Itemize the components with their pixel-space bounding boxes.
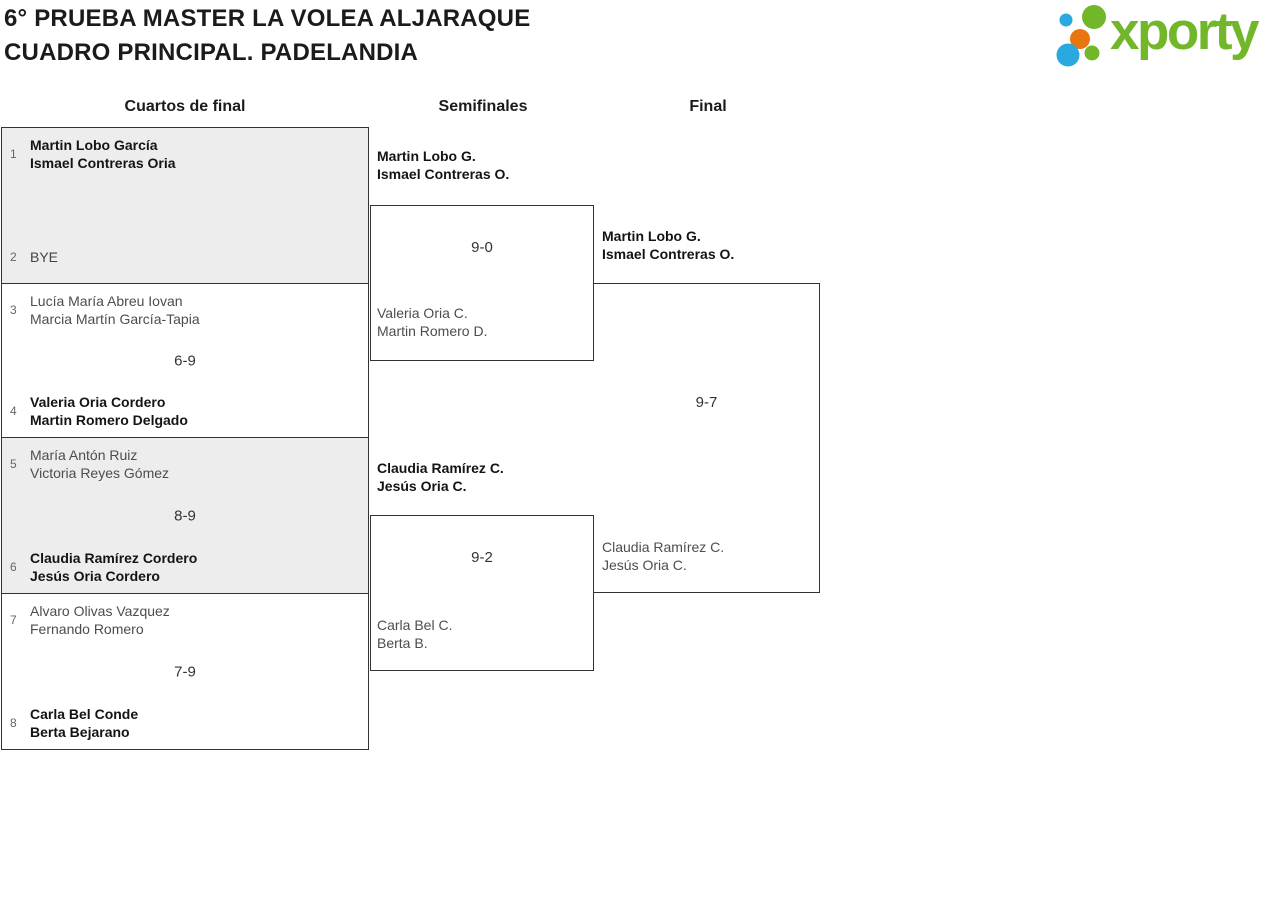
seed-label: 3 [10, 303, 17, 317]
match-score: 9-7 [695, 394, 718, 411]
team-names: Claudia Ramírez Cordero Jesús Oria Corde… [30, 549, 197, 585]
team-name-line: Ismael Contreras O. [377, 166, 510, 182]
team-row: 6 Claudia Ramírez Cordero Jesús Oria Cor… [2, 549, 368, 585]
team-row: 7 Alvaro Olivas Vazquez Fernando Romero [2, 602, 368, 638]
team-name-line: Fernando Romero [30, 621, 144, 637]
column-header-quarterfinals: Cuartos de final [124, 98, 246, 115]
team-row: 4 Valeria Oria Cordero Martin Romero Del… [2, 393, 368, 429]
team-names: Lucía María Abreu Iovan Marcia Martín Ga… [30, 292, 200, 328]
team-names: Martin Lobo García Ismael Contreras Oria [30, 136, 176, 172]
seed-label: 5 [10, 457, 17, 471]
team-name-line: Berta Bejarano [30, 724, 130, 740]
team-name-line: BYE [30, 249, 59, 265]
seed-label: 6 [10, 560, 17, 574]
seed-label: 2 [10, 250, 17, 264]
seed-label: 8 [10, 716, 17, 730]
column-header-semifinals: Semifinales [438, 98, 528, 115]
team-name-line: Alvaro Olivas Vazquez [30, 603, 170, 619]
team-names: Carla Bel Conde Berta Bejarano [30, 705, 138, 741]
seed-label: 7 [10, 613, 17, 627]
team-name-line: Valeria Oria C. [377, 305, 468, 321]
match-score: 6-9 [174, 352, 196, 369]
match-score: 7-9 [174, 663, 196, 680]
team-names: Alvaro Olivas Vazquez Fernando Romero [30, 602, 170, 638]
team-name-line: Jesús Oria C. [377, 478, 467, 494]
match-score: 9-2 [471, 549, 493, 566]
xporty-logo-text: xporty [1110, 2, 1259, 61]
team-row: 2 BYE [2, 239, 368, 275]
team-row: 1 Martin Lobo García Ismael Contreras Or… [2, 136, 368, 172]
match-score: 8-9 [174, 507, 196, 524]
match-quarterfinal-3: 5 María Antón Ruiz Victoria Reyes Gómez … [1, 437, 369, 594]
semifinal-2-box: 9-2 [370, 515, 594, 671]
team-names: María Antón Ruiz Victoria Reyes Gómez [30, 446, 169, 482]
team-name-line: Valeria Oria Cordero [30, 394, 166, 410]
semifinal-2-team-bottom: Carla Bel C. Berta B. [377, 616, 452, 652]
team-name-line: Martin Lobo García [30, 137, 158, 153]
team-name-line: Claudia Ramírez C. [377, 460, 504, 476]
semifinal-1-box: 9-0 [370, 205, 594, 361]
team-row: 3 Lucía María Abreu Iovan Marcia Martín … [2, 292, 368, 328]
semifinal-1-team-top: Martin Lobo G. Ismael Contreras O. [377, 147, 509, 183]
team-name-line: Victoria Reyes Gómez [30, 465, 170, 481]
team-name-line: Martin Romero Delgado [30, 412, 188, 428]
team-name-line: Ismael Contreras O. [602, 246, 735, 262]
team-name-line: Jesús Oria C. [602, 557, 687, 573]
team-name-line: Jesús Oria Cordero [30, 568, 160, 584]
team-row: 5 María Antón Ruiz Victoria Reyes Gómez [2, 446, 368, 482]
column-header-final: Final [689, 98, 727, 115]
match-quarterfinal-1: 1 Martin Lobo García Ismael Contreras Or… [1, 127, 369, 284]
semifinal-2-team-top: Claudia Ramírez C. Jesús Oria C. [377, 459, 504, 495]
team-name-line: Martin Lobo G. [602, 228, 701, 244]
team-name-line: Carla Bel Conde [30, 706, 139, 722]
match-quarterfinal-4: 7 Alvaro Olivas Vazquez Fernando Romero … [1, 593, 369, 750]
page-title: 6° PRUEBA MASTER LA VOLEA ALJARAQUE [4, 5, 531, 32]
match-score: 9-0 [471, 239, 493, 256]
team-name-line: Carla Bel C. [377, 617, 453, 633]
team-names: Valeria Oria Cordero Martin Romero Delga… [30, 393, 188, 429]
seed-label: 1 [10, 147, 17, 161]
final-team-bottom: Claudia Ramírez C. Jesús Oria C. [602, 538, 724, 574]
team-row: 8 Carla Bel Conde Berta Bejarano [2, 705, 368, 741]
team-name-line: María Antón Ruiz [30, 447, 138, 463]
semifinal-1-team-bottom: Valeria Oria C. Martin Romero D. [377, 304, 487, 340]
team-name-line: Lucía María Abreu Iovan [30, 293, 183, 309]
team-name-line: Marcia Martín García-Tapia [30, 311, 200, 327]
team-name-line: Claudia Ramírez Cordero [30, 550, 198, 566]
page-header: 6° PRUEBA MASTER LA VOLEA ALJARAQUE CUAD… [4, 2, 530, 70]
team-name-line: Berta B. [377, 635, 428, 651]
final-box: 9-7 [594, 283, 820, 593]
final-team-top: Martin Lobo G. Ismael Contreras O. [602, 227, 734, 263]
xporty-dots-icon [1056, 5, 1106, 67]
team-names: BYE [30, 248, 58, 266]
team-name-line: Claudia Ramírez C. [602, 539, 725, 555]
team-name-line: Martin Lobo G. [377, 148, 476, 164]
match-quarterfinal-2: 3 Lucía María Abreu Iovan Marcia Martín … [1, 283, 369, 438]
team-name-line: Ismael Contreras Oria [30, 155, 176, 171]
page-subtitle: CUADRO PRINCIPAL. PADELANDIA [4, 39, 419, 66]
seed-label: 4 [10, 404, 17, 418]
team-name-line: Martin Romero D. [377, 323, 488, 339]
